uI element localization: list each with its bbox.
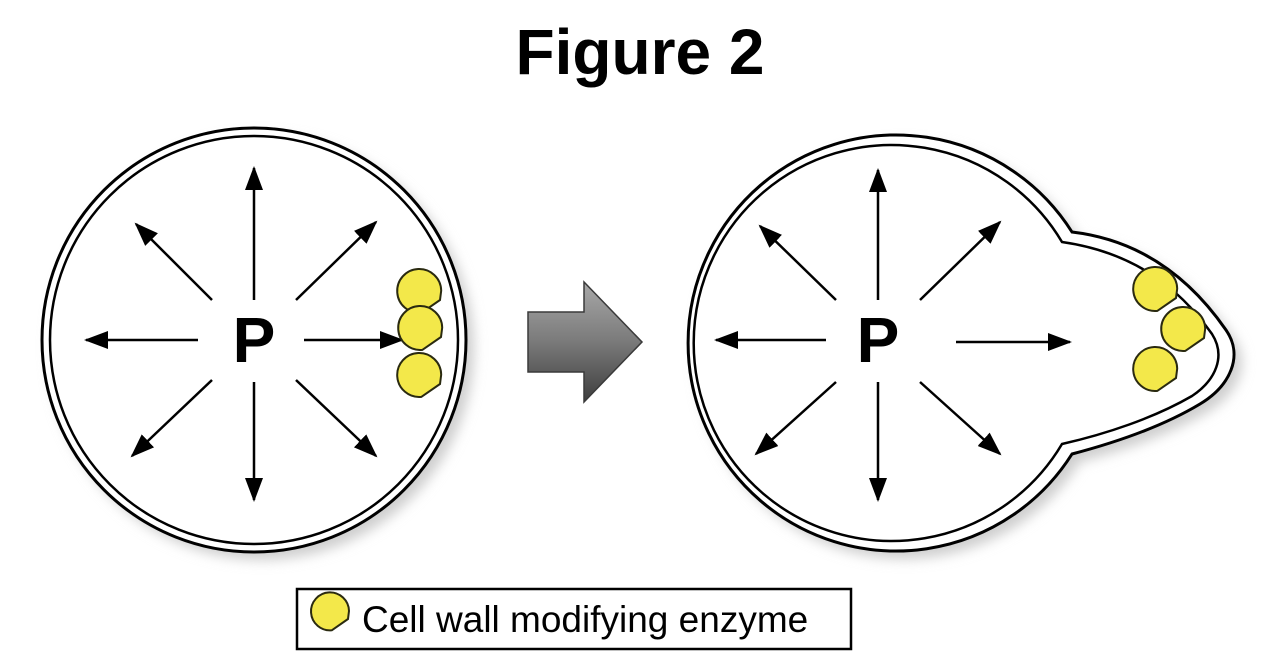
cell-polarized: P [686, 133, 1242, 560]
pressure-arrows [714, 168, 1072, 502]
legend-label: Cell wall modifying enzyme [362, 599, 808, 640]
pressure-arrows [84, 166, 404, 502]
arrow-down-right [295, 379, 378, 458]
arrow-up-left [758, 224, 837, 301]
arrow-down-left [130, 379, 213, 458]
arrow-down-right [919, 381, 1002, 456]
cell-round: P [40, 126, 474, 560]
pressure-label: P [857, 304, 900, 376]
enzyme-icon [1132, 346, 1179, 392]
enzyme-cluster [396, 268, 444, 398]
enzyme-icon [397, 305, 444, 351]
figure-title: Figure 2 [515, 16, 765, 88]
enzyme-cluster [1132, 266, 1207, 392]
transition-arrow [527, 280, 644, 404]
arrow-up-right [295, 220, 378, 301]
pacman-enzyme-icon [310, 591, 351, 632]
enzyme-icon [1160, 306, 1207, 352]
pressure-label: P [233, 304, 276, 376]
enzyme-icon [1132, 266, 1179, 312]
arrow-down-left [754, 381, 837, 456]
arrow-up-left [134, 222, 213, 301]
enzyme-icon [396, 352, 443, 398]
legend-box [295, 587, 853, 651]
legend: Cell wall modifying enzyme [295, 587, 853, 651]
arrow-up-right [919, 220, 1002, 301]
